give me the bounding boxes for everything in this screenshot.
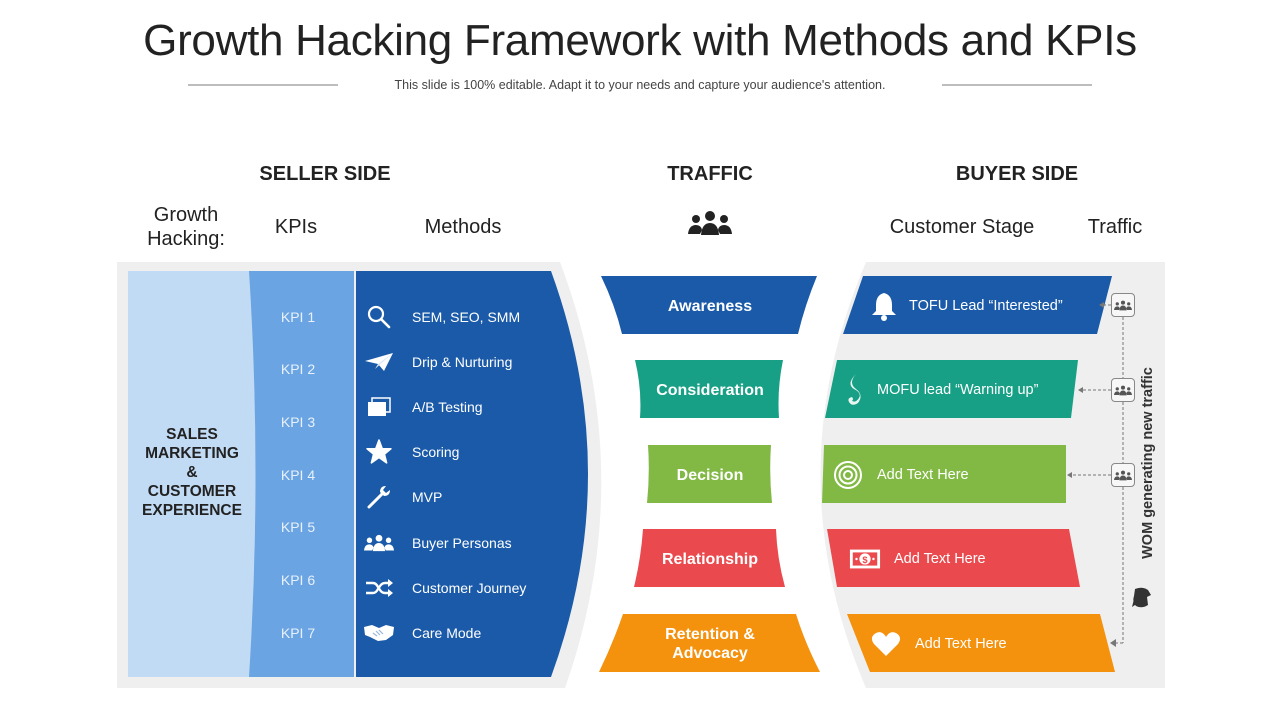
funnel-label-retention: Retention & Advocacy [610, 625, 810, 663]
buyer-stage-item: TOFU Lead “Interested” [868, 290, 1063, 322]
section-buyer-side: BUYER SIDE [955, 163, 1079, 185]
section-traffic: TRAFFIC [667, 163, 753, 185]
method-item: Drip & Nurturing [364, 349, 512, 375]
growth-hacking-line: CUSTOMER [147, 483, 237, 500]
column-header-growth-line2: Hacking: [147, 228, 225, 250]
buyer-stage-label: Add Text Here [894, 551, 986, 567]
methods-column [356, 271, 588, 677]
method-item: SEM, SEO, SMM [364, 304, 520, 330]
column-header-kpis: KPIs [274, 216, 318, 238]
group-icon [364, 530, 394, 556]
method-label: Care Mode [412, 625, 482, 641]
kpi-item: KPI 3 [280, 414, 316, 430]
method-label: Scoring [412, 444, 460, 460]
kpi-column [249, 271, 354, 677]
growth-hacking-line: MARKETING [145, 445, 239, 462]
shuffle-icon [364, 575, 394, 601]
buyer-stage-item: Add Text Here [870, 628, 1007, 660]
star-icon [364, 439, 394, 465]
funnel-label-awareness: Awareness [667, 298, 753, 315]
heart-icon [870, 628, 902, 660]
column-header-customer-stage: Customer Stage [889, 216, 1035, 238]
method-item: Customer Journey [364, 575, 526, 601]
method-label: SEM, SEO, SMM [412, 309, 521, 325]
kpi-item: KPI 5 [280, 519, 316, 535]
title-divider-left [188, 84, 338, 86]
search-icon [364, 304, 394, 330]
traffic-source-icon [1111, 378, 1135, 402]
buyer-stage-label: Add Text Here [915, 636, 1007, 652]
funnel-label-consideration: Consideration [656, 382, 764, 399]
funnel-label-relationship: Relationship [661, 551, 758, 568]
column-header-growth-hacking: Growth Hacking: [126, 203, 246, 251]
kpi-item: KPI 1 [280, 309, 316, 325]
funnel-label-retention-line2: Advocacy [672, 645, 748, 662]
kpi-item: KPI 6 [280, 572, 316, 588]
target-icon [832, 459, 864, 491]
method-label: Drip & Nurturing [412, 354, 513, 370]
traffic-source-icon [1111, 463, 1135, 487]
kpi-item: KPI 2 [280, 361, 316, 377]
page-subtitle: This slide is 100% editable. Adapt it to… [394, 78, 886, 92]
method-item: MVP [364, 484, 442, 510]
buyer-stage-mofu [825, 360, 1078, 418]
wom-label: WOM generating new traffic [1140, 367, 1156, 559]
buyer-stage-item: MOFU lead “Warning up” [839, 374, 1038, 406]
section-seller-side: SELLER SIDE [259, 163, 391, 185]
method-label: Customer Journey [412, 580, 527, 596]
svg-text:$: $ [862, 554, 868, 565]
buyer-stages [822, 276, 1115, 672]
growth-hacking-line: EXPERIENCE [142, 502, 242, 519]
funnel-stage-awareness [601, 276, 817, 334]
title-divider-right [942, 84, 1092, 86]
growth-hacking-label: SALES MARKETING & CUSTOMER EXPERIENCE [128, 425, 256, 520]
buyer-stage-decision [822, 445, 1066, 503]
layers-icon [364, 394, 394, 420]
money-icon: $ [849, 543, 881, 575]
traffic-source-icon [1111, 293, 1135, 317]
growth-hacking-column [128, 271, 258, 677]
funnel-stage-decision [647, 445, 772, 503]
growth-hacking-line: & [186, 464, 198, 481]
method-label: Buyer Personas [412, 535, 512, 551]
wrench-icon [364, 484, 394, 510]
column-header-methods: Methods [424, 216, 502, 238]
buyer-stage-item: $ Add Text Here [849, 543, 986, 575]
buyer-stage-label: TOFU Lead “Interested” [909, 298, 1063, 314]
method-item: A/B Testing [364, 394, 483, 420]
buyer-stage-label: MOFU lead “Warning up” [877, 382, 1039, 398]
chat-icon [1132, 587, 1152, 614]
handshake-icon [364, 620, 394, 646]
growth-hacking-line: SALES [166, 426, 218, 443]
column-header-growth-line1: Growth [153, 204, 219, 226]
traffic-funnel [599, 276, 820, 672]
paper-plane-icon [364, 349, 394, 375]
buyer-stage-relationship [827, 529, 1080, 587]
method-item: Buyer Personas [364, 530, 512, 556]
funnel-label-decision: Decision [676, 467, 744, 484]
page-title: Growth Hacking Framework with Methods an… [143, 16, 1137, 65]
buyer-stage-label: Add Text Here [877, 467, 969, 483]
funnel-label-retention-line1: Retention & [665, 626, 755, 643]
buyer-stage-retention [847, 614, 1115, 672]
traffic-group-icon [688, 210, 732, 241]
method-item: Care Mode [364, 620, 481, 646]
method-item: Scoring [364, 439, 459, 465]
method-label: A/B Testing [412, 399, 483, 415]
buyer-stage-item: Add Text Here [832, 459, 969, 491]
funnel-stage-retention [599, 614, 820, 672]
method-label: MVP [412, 489, 443, 505]
bell-icon [868, 290, 900, 322]
column-header-traffic: Traffic [1087, 216, 1143, 238]
flame-icon [839, 374, 871, 406]
funnel-stage-consideration [635, 360, 783, 418]
funnel-stage-relationship [634, 529, 785, 587]
kpi-item: KPI 4 [280, 467, 316, 483]
buyer-stage-tofu [843, 276, 1112, 334]
kpi-item: KPI 7 [280, 625, 316, 641]
